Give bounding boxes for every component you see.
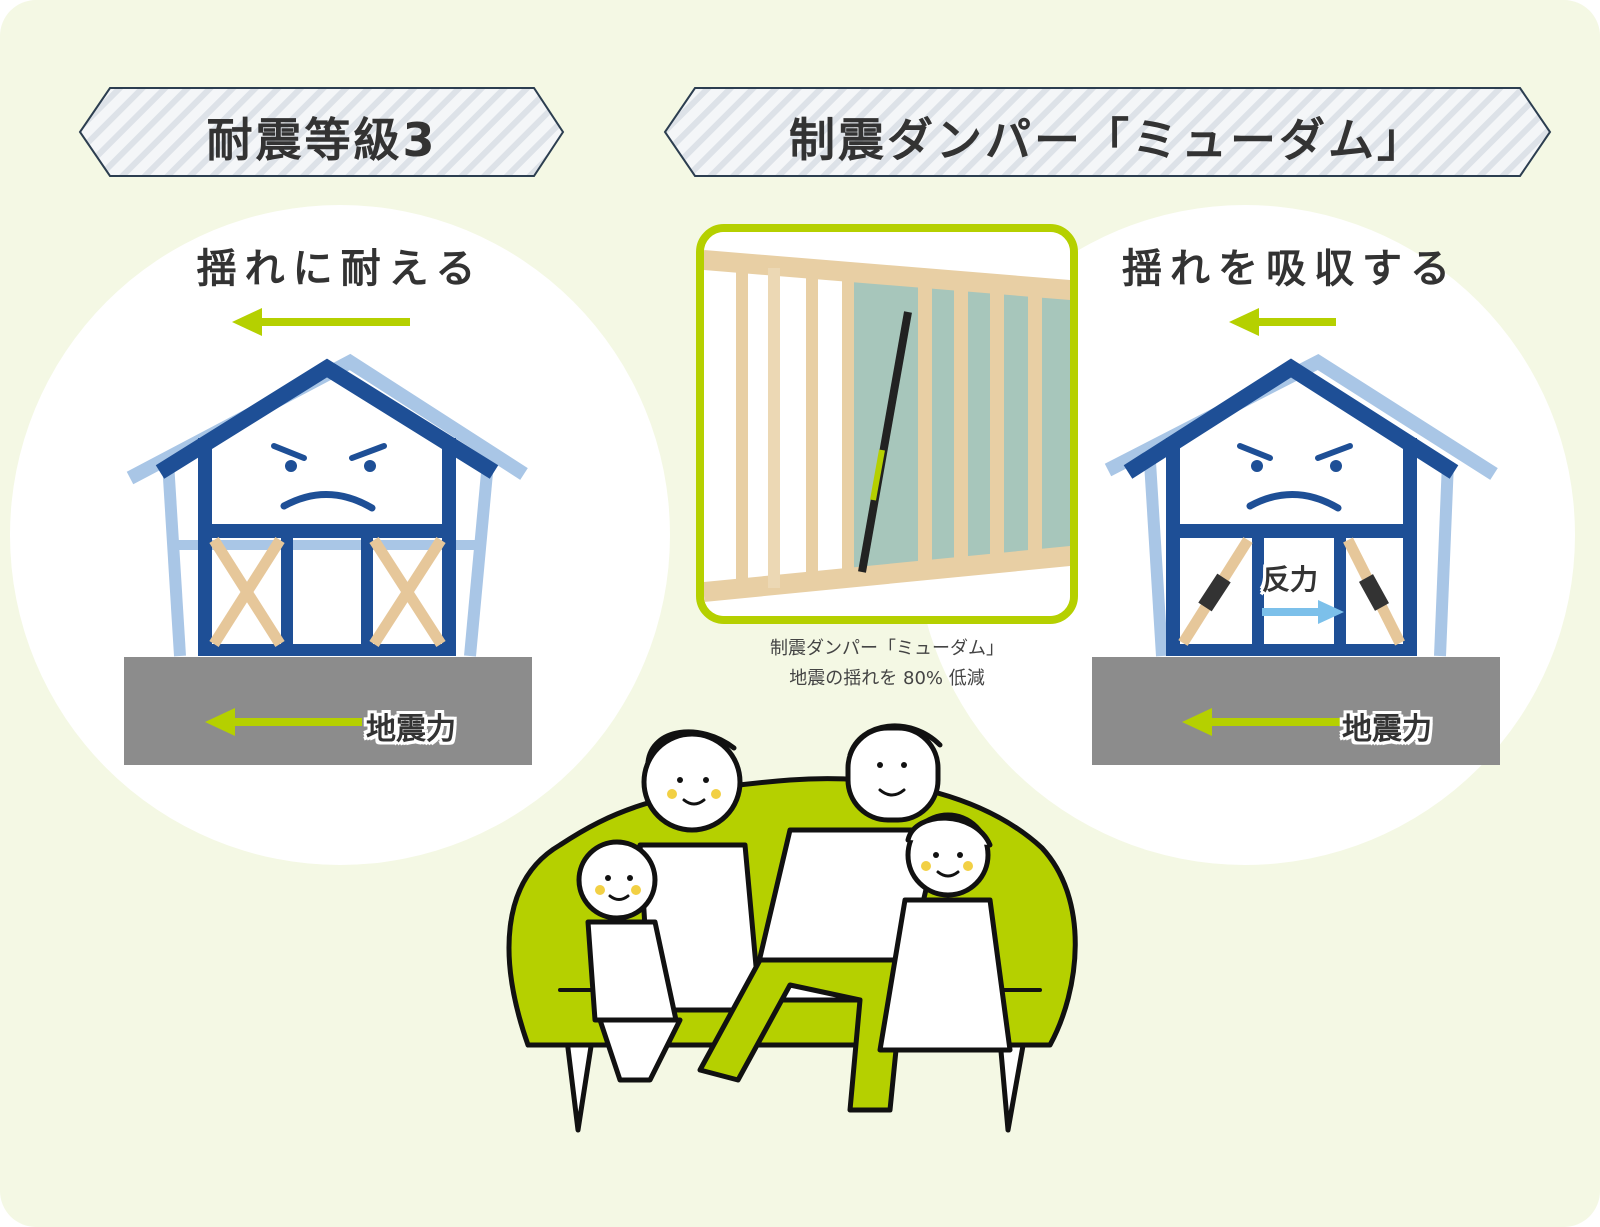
left-ground (124, 657, 532, 765)
left-ground-arrow-icon (205, 708, 362, 736)
left-top-arrow-icon (232, 308, 410, 336)
photo-caption-line2: 地震の揺れを 80% 低減 (789, 668, 985, 689)
left-subtitle: 揺れに耐える (196, 246, 484, 292)
photo-caption-line1: 制震ダンパー「ミューダム」 (770, 638, 1004, 659)
left-force-label: 地震力 (366, 712, 456, 747)
right-banner-title: 制震ダンパー「ミューダム」 (789, 113, 1426, 167)
damper-photo (696, 224, 1078, 624)
left-banner-title: 耐震等級3 (206, 113, 438, 167)
reaction-label: 反力 (1262, 563, 1319, 596)
right-ground (1092, 657, 1500, 765)
right-house-icon (1104, 353, 1498, 657)
right-force-label: 地震力 (1342, 712, 1432, 747)
right-banner-shape (663, 87, 1552, 177)
left-house-icon (126, 353, 528, 657)
left-banner-shape (78, 87, 565, 177)
right-top-arrow-icon (1229, 308, 1336, 336)
right-subtitle: 揺れを吸収する (1122, 246, 1458, 292)
family-on-sofa-illustration (506, 723, 1078, 1133)
right-ground-arrow-icon (1182, 708, 1340, 736)
